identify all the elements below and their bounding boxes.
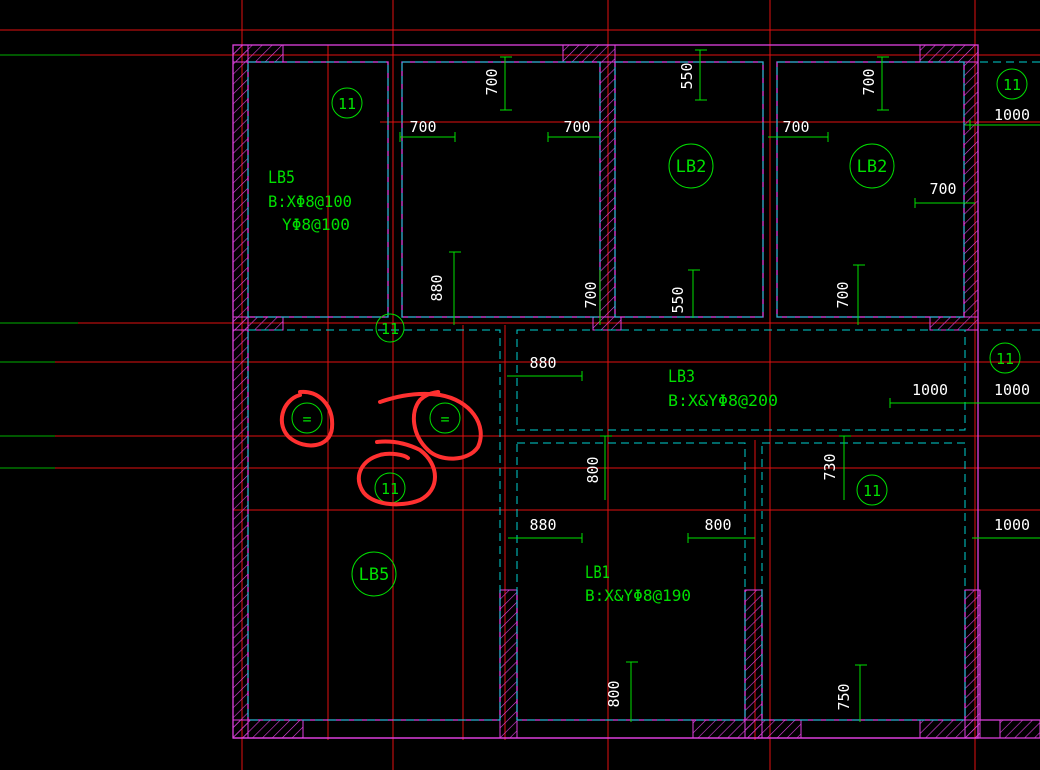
dimension-text: 880	[428, 274, 446, 301]
tag-circles	[291, 68, 1028, 597]
panel-lb5-top: LB5 B:XΦ8@100 YΦ8@100	[268, 168, 352, 234]
dimension-text: 1000	[994, 381, 1030, 399]
dimension-text: 700	[782, 118, 809, 136]
dimension-text: 800	[605, 680, 623, 707]
dimension-text: 800	[704, 516, 731, 534]
thickness-tag: 11	[338, 95, 356, 113]
dimension-text: 700	[860, 68, 878, 95]
markup-loop-3	[356, 439, 437, 507]
dimension-text: 1000	[994, 106, 1030, 124]
dimension-text: 700	[483, 68, 501, 95]
panel-lb2-a-label: LB2	[676, 157, 707, 177]
dimension-texts: 700 550 700 880 700 550 700 800 730 800 …	[409, 62, 1030, 710]
panel-rebar-line1: B:X&YΦ8@200	[668, 391, 778, 410]
slab-outlines	[247, 61, 1040, 721]
panel-label: LB5	[268, 168, 295, 188]
wall-hatching	[232, 44, 1040, 739]
markup-loop-1	[279, 389, 335, 448]
panel-label: LB1	[585, 563, 610, 583]
panel-lb1: LB1 B:X&YΦ8@190	[585, 563, 691, 605]
dimension-text: 700	[409, 118, 436, 136]
panel-label: LB3	[668, 367, 695, 387]
dimension-text: 1000	[994, 516, 1030, 534]
panel-rebar-line1: B:XΦ8@100	[268, 192, 352, 211]
thickness-tag: 11	[863, 482, 881, 500]
dimension-text: 800	[584, 456, 602, 483]
equal-tag: =	[302, 410, 311, 428]
markup-loop-2	[378, 390, 483, 461]
dimension-text: 1000	[912, 381, 948, 399]
equal-tag: =	[440, 410, 449, 428]
dimension-text: 700	[834, 281, 852, 308]
panel-rebar-line2: YΦ8@100	[282, 215, 350, 234]
thickness-tags: 11 11 11 11 11 11 11 = =	[302, 76, 1021, 500]
dimension-text: 880	[529, 516, 556, 534]
thickness-tag: 11	[381, 480, 399, 498]
dimension-text: 700	[563, 118, 590, 136]
panel-lb5-bottom-label: LB5	[359, 565, 390, 585]
dimension-text: 750	[835, 683, 853, 710]
dimension-text: 550	[678, 62, 696, 89]
dimension-text: 730	[821, 453, 839, 480]
thickness-tag: 11	[1003, 76, 1021, 94]
dimension-text: 700	[582, 281, 600, 308]
panel-lb3: LB3 B:X&YΦ8@200	[668, 367, 778, 410]
panel-rebar-line1: B:X&YΦ8@190	[585, 586, 691, 605]
thickness-tag: 11	[381, 320, 399, 338]
dimension-text: 550	[669, 286, 687, 313]
panel-lb2-b-label: LB2	[857, 157, 888, 177]
markup-annotations	[279, 389, 483, 507]
dimension-marks	[399, 49, 1040, 722]
dimension-text: 880	[529, 354, 556, 372]
thickness-tag: 11	[996, 350, 1014, 368]
left-reference-lines	[0, 54, 80, 469]
dimension-text: 700	[929, 180, 956, 198]
